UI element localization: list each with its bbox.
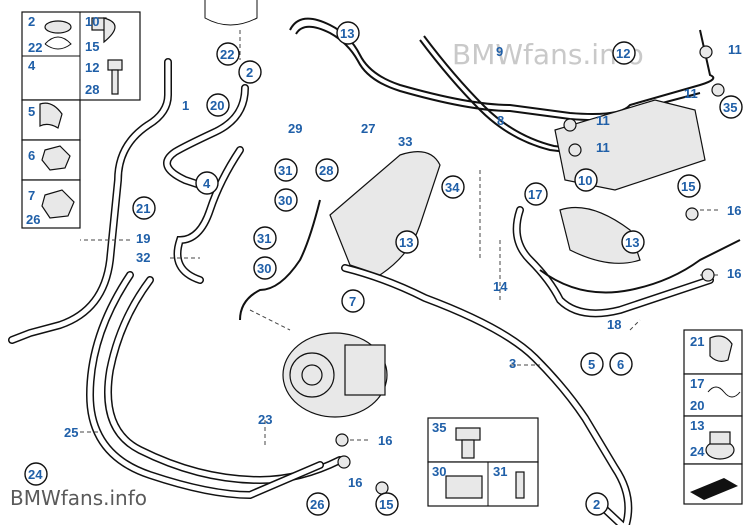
callout-26: 26 — [310, 497, 324, 512]
screw-icon — [515, 471, 525, 499]
callout-9: 9 — [496, 44, 503, 59]
label-5: 5 — [28, 104, 35, 119]
label-35: 35 — [432, 420, 446, 435]
label-17: 17 — [690, 376, 704, 391]
callout-10: 10 — [578, 173, 592, 188]
nut-icon — [41, 145, 71, 171]
callout-23: 23 — [258, 412, 272, 427]
callout-11-c: 11 — [596, 113, 610, 128]
callout-16-a: 16 — [727, 203, 741, 218]
label-31: 31 — [493, 464, 507, 479]
label-22: 22 — [28, 40, 42, 55]
callout-13-top: 13 — [340, 26, 354, 41]
callout-14: 14 — [493, 279, 508, 294]
label-28: 28 — [85, 82, 99, 97]
callout-7: 7 — [349, 294, 356, 309]
clamp-icon — [44, 36, 72, 50]
callout-8: 8 — [497, 113, 504, 128]
label-20: 20 — [690, 398, 704, 413]
callout-13-mid: 13 — [399, 235, 413, 250]
label-12: 12 — [85, 60, 99, 75]
label-30: 30 — [432, 464, 446, 479]
label-26: 26 — [26, 212, 40, 227]
label-6: 6 — [28, 148, 35, 163]
clamp-block-icon — [445, 475, 483, 499]
callout-2-bottom: 2 — [593, 497, 600, 512]
bracket-clip-icon — [39, 102, 63, 129]
callout-13-right: 13 — [625, 235, 639, 250]
grommet-icon — [709, 335, 733, 362]
callout-16-d: 16 — [348, 475, 362, 490]
power-steering-pump — [282, 332, 388, 418]
direction-arrow-icon — [690, 478, 738, 500]
callout-15-a: 15 — [681, 179, 695, 194]
callout-21: 21 — [136, 201, 150, 216]
callout-6: 6 — [617, 357, 624, 372]
leader-lines — [80, 30, 720, 445]
callout-17: 17 — [528, 187, 542, 202]
callout-2-top: 2 — [246, 65, 253, 80]
callout-16-b: 16 — [727, 266, 741, 281]
callout-27: 27 — [361, 121, 375, 136]
callout-29: 29 — [288, 121, 302, 136]
callout-5: 5 — [588, 357, 595, 372]
callout-11-d: 11 — [596, 140, 610, 155]
callout-15-b: 15 — [379, 497, 393, 512]
label-21: 21 — [690, 334, 704, 349]
callout-3: 3 — [509, 356, 516, 371]
callout-1: 1 — [182, 98, 189, 113]
callout-20: 20 — [210, 98, 224, 113]
bottom-parts-panel: 35 30 31 — [427, 417, 539, 507]
callout-11-b: 11 — [684, 86, 698, 101]
callout-30-b: 30 — [257, 261, 271, 276]
bolt-head-icon — [107, 59, 123, 71]
callout-18: 18 — [607, 317, 621, 332]
callout-28: 28 — [319, 163, 333, 178]
label-13: 13 — [690, 418, 704, 433]
banjo-bolt-icon — [103, 17, 116, 44]
callout-31-b: 31 — [257, 231, 271, 246]
callout-circle-22 — [216, 42, 240, 66]
label-15: 15 — [85, 39, 99, 54]
label-2: 2 — [28, 14, 35, 29]
washers — [335, 45, 725, 495]
heat-shield — [329, 151, 441, 276]
label-10: 10 — [85, 14, 99, 29]
reservoir — [204, 0, 258, 26]
callout-24: 24 — [28, 467, 43, 482]
callout-12: 12 — [616, 46, 630, 61]
watermark-bottom: BMWfans.info — [10, 486, 147, 510]
flange-nut-icon — [41, 189, 75, 219]
label-4: 4 — [28, 58, 36, 73]
callout-35: 35 — [723, 100, 737, 115]
hose-lines — [8, 17, 741, 525]
callout-16-c: 16 — [378, 433, 392, 448]
label-24: 24 — [690, 444, 705, 459]
callout-33: 33 — [398, 134, 412, 149]
callout-32: 32 — [136, 250, 150, 265]
callout-19: 19 — [136, 231, 150, 246]
callouts: 22 2 20 1 13 9 12 11 11 35 8 11 11 29 27… — [24, 21, 743, 516]
callout-31-a: 31 — [278, 163, 292, 178]
clip-icon — [707, 386, 741, 398]
left-parts-panel: 2 22 10 15 4 12 28 5 6 7 26 — [21, 11, 141, 229]
callout-25: 25 — [64, 425, 78, 440]
callout-4: 4 — [203, 176, 211, 191]
callout-30-a: 30 — [278, 193, 292, 208]
callout-34: 34 — [445, 180, 460, 195]
rack-boot — [559, 206, 641, 264]
watermark-top: BMWfans.info — [452, 38, 644, 71]
hollow-bolt-icon — [455, 427, 481, 441]
callout-22: 22 — [220, 47, 234, 62]
callout-11-a: 11 — [728, 42, 742, 57]
steering-rack — [554, 99, 706, 264]
label-7: 7 — [28, 188, 35, 203]
right-parts-panel: 21 17 20 13 24 — [683, 329, 743, 505]
